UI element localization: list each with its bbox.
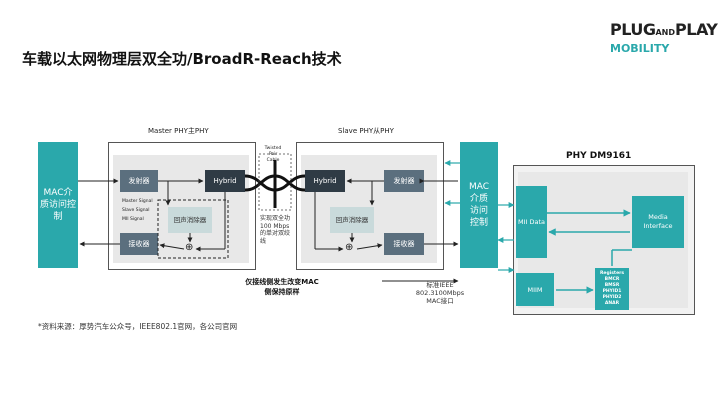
slave-phy-label: Slave PHY从PHY [338,127,394,135]
master-hybrid: Hybrid [205,170,245,192]
phy-title: PHY DM9161 [566,151,632,161]
master-phy-label: Master PHY主PHY [148,127,209,135]
cable-label: Twisted Pair Cable [264,146,282,163]
page-title: 车载以太网物理层双全功/BroadR-Reach技术 [22,50,342,68]
source-note: *资料来源：厚势汽车公众号，IEEE802.1官网，各公司官网 [38,322,238,331]
master-receiver: 接收器 [120,233,158,255]
slave-transmitter: 发射器 [384,170,424,192]
master-echo-canceller: 回声消除器 [168,207,212,233]
center-note: 仅接线侧发生改变MAC侧保持原样 [245,278,319,296]
mii-signal-label: MII Signal [122,217,144,222]
master-sum-icon: ⊕ [185,242,194,253]
interface-note: 标准IEEE 802.3100Mbps MAC接口 [415,281,465,305]
master-transmitter: 发射器 [120,170,158,192]
master-dashed-region [157,199,229,259]
media-interface-block: Media Interface [632,196,684,248]
m-sum-to-rx [159,243,185,250]
slave-echo-canceller: 回声消除器 [330,207,374,233]
cable-dashed-frame [258,153,292,211]
registers-block: Registers BMCR BMSR PHYID1 PHYID2 ANAR [595,268,629,310]
duplex-note: 实现双全功100 Mbps的单对双绞线 [260,215,291,245]
slave-sum-icon: ⊕ [345,242,354,253]
master-signal-label: Master Signal [122,199,153,204]
miim-block: MIIM [516,273,554,306]
mii-data-block: MII Data [516,186,547,258]
mac-left-block: MAC介质访问控制 [38,142,78,268]
s-sum-to-rx [356,243,383,250]
brand-logo: PLUGANDPLAY MOBILITY [610,20,718,56]
logo-line2: MOBILITY [610,42,670,55]
mac-right-block: MAC介质访问控制 [460,142,498,268]
slave-receiver: 接收器 [384,233,424,255]
twisted-pair-cable [244,160,306,208]
slave-signal-label: Slave Signal [122,208,150,213]
logo-line1: PLUGANDPLAY [610,20,718,39]
slave-hybrid: Hybrid [305,170,345,192]
